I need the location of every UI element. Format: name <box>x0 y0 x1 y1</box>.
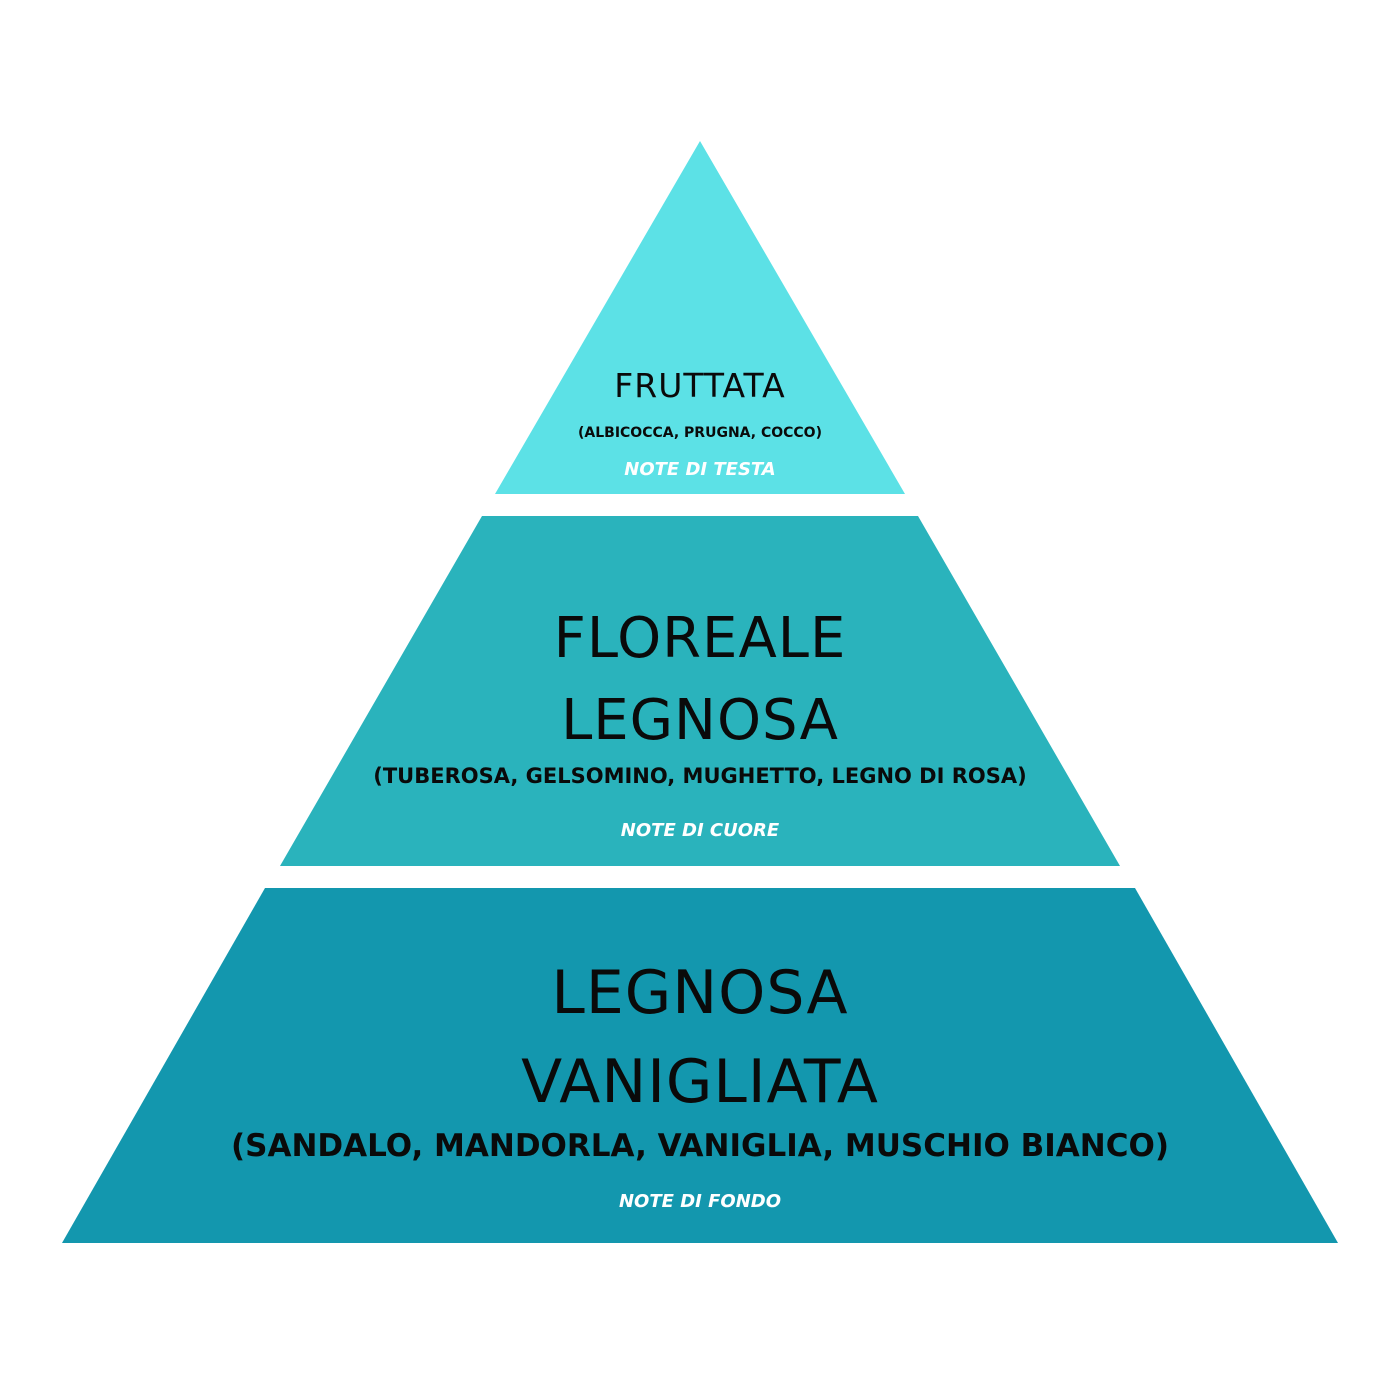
bottom-tier-note-label: NOTE DI FONDO <box>618 1191 782 1212</box>
top-tier-title: FRUTTATA <box>614 366 786 405</box>
pyramid-tier-top <box>495 141 905 494</box>
bottom-tier-ingredients: (SANDALO, MANDORLA, VANIGLIA, MUSCHIO BI… <box>231 1128 1169 1164</box>
top-tier-note-label: NOTE DI TESTA <box>624 459 776 480</box>
middle-tier-title-line2: LEGNOSA <box>561 688 839 753</box>
top-tier-ingredients: (ALBICOCCA, PRUGNA, COCCO) <box>578 425 822 441</box>
middle-tier-title-line1: FLOREALE <box>553 606 847 671</box>
pyramid-tier-bottom <box>62 888 1338 1243</box>
bottom-tier-title-line2: VANIGLIATA <box>521 1047 879 1117</box>
bottom-tier-title-line1: LEGNOSA <box>551 958 849 1028</box>
middle-tier-note-label: NOTE DI CUORE <box>620 820 780 841</box>
middle-tier-ingredients: (TUBEROSA, GELSOMINO, MUGHETTO, LEGNO DI… <box>373 764 1027 788</box>
pyramid-tier-middle <box>280 516 1120 866</box>
